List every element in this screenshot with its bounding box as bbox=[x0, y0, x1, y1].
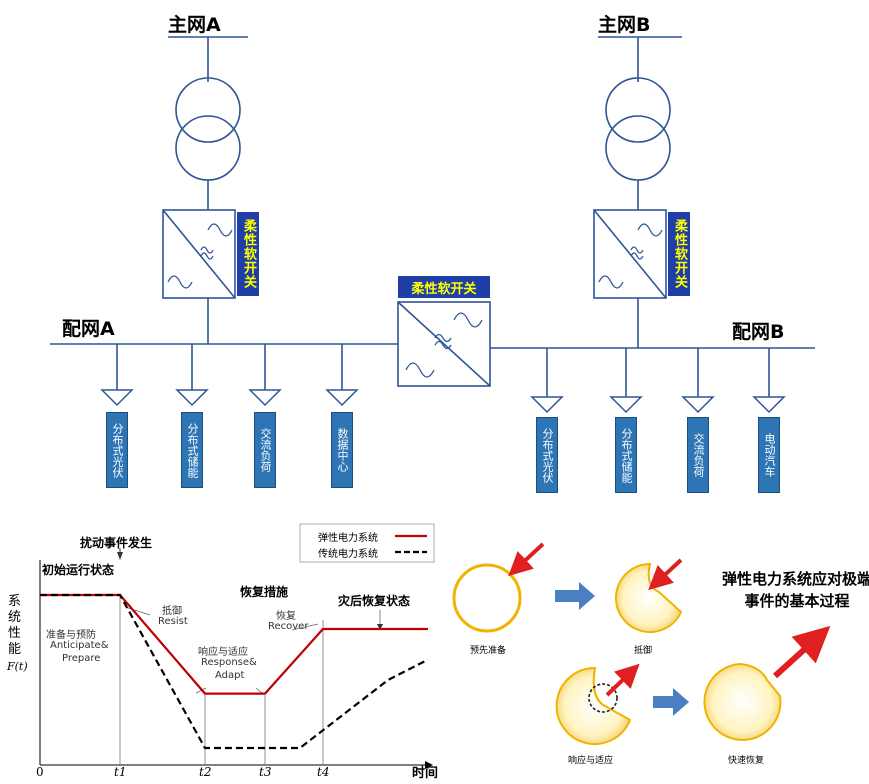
response-en1-label: Response& bbox=[201, 657, 257, 668]
response-cn-label: 响应与适应 bbox=[198, 647, 248, 658]
tick-t2: t2 bbox=[199, 765, 212, 779]
stage-response-dashed-ring bbox=[588, 683, 618, 713]
dist-grid-a-label: 配网A bbox=[62, 318, 115, 340]
disturb-label: 扰动事件发生 bbox=[80, 536, 153, 550]
flow-arrow-1 bbox=[555, 582, 595, 610]
stage-response-shape bbox=[555, 666, 632, 745]
recovery-measure-label: 恢复措施 bbox=[240, 585, 289, 599]
flow-arrow-2 bbox=[653, 688, 689, 716]
load-box-a-datacenter: 数据中心 bbox=[331, 412, 353, 488]
sop-middle-label: 柔性软开关 bbox=[398, 276, 490, 298]
resist-en-label: Resist bbox=[158, 616, 188, 627]
load-box-b-storage: 分布式储能 bbox=[615, 417, 637, 493]
stage-resist-shape bbox=[615, 562, 683, 633]
stage-recovery-label: 快速恢复 bbox=[728, 756, 765, 766]
grid-diagram bbox=[50, 36, 815, 414]
load-box-b-pv: 分布式光伏 bbox=[536, 417, 558, 493]
y-axis-label: 系统性能 bbox=[8, 594, 22, 657]
stage-response-arrow bbox=[605, 663, 640, 697]
y-axis-function-label: F(t) bbox=[7, 660, 28, 673]
resist-cn-label: 抵御 bbox=[162, 606, 182, 617]
sop-a-label: 柔性软开关 bbox=[237, 212, 259, 296]
prepare-cn-label: 准备与预防 bbox=[46, 630, 96, 641]
after-state-label: 灾后恢复状态 bbox=[338, 594, 411, 608]
load-box-b-ac-load: 交流负荷 bbox=[687, 417, 709, 493]
dist-grid-b-label: 配网B bbox=[732, 321, 785, 343]
load-box-a-pv: 分布式光伏 bbox=[106, 412, 128, 488]
load-box-a-ac-load: 交流负荷 bbox=[254, 412, 276, 488]
load-box-a-storage: 分布式储能 bbox=[181, 412, 203, 488]
performance-curve-chart bbox=[39, 523, 435, 769]
process-illustration bbox=[452, 542, 831, 745]
recover-en-label: Recover bbox=[268, 621, 309, 632]
process-title: 弹性电力系统应对极端 事件的基本过程 bbox=[722, 570, 869, 610]
stage-prepare-ring bbox=[452, 563, 522, 633]
main-grid-a-label: 主网A bbox=[168, 14, 221, 36]
stage-prepare-arrow bbox=[508, 542, 545, 577]
origin-label: 0 bbox=[36, 765, 44, 779]
main-grid-b-label: 主网B bbox=[598, 14, 651, 36]
sop-b-label: 柔性软开关 bbox=[668, 212, 690, 296]
tick-t3: t3 bbox=[259, 765, 272, 779]
stage-resist-arrow bbox=[648, 558, 683, 591]
recover-cn-label: 恢复 bbox=[276, 611, 296, 622]
series-traditional-line bbox=[40, 593, 429, 750]
growth-arrow bbox=[772, 625, 831, 679]
legend-box bbox=[299, 523, 435, 563]
tick-t1: t1 bbox=[114, 765, 127, 779]
x-axis-arrow bbox=[425, 761, 433, 769]
response-en2-label: Adapt bbox=[215, 670, 245, 681]
tick-t4: t4 bbox=[317, 765, 330, 779]
legend-traditional-label: 传统电力系统 bbox=[318, 549, 378, 560]
stage-recovery-shape bbox=[703, 662, 782, 741]
stage-resist-label: 抵御 bbox=[634, 646, 653, 656]
load-box-b-ev: 电动汽车 bbox=[758, 417, 780, 493]
prepare-en1-label: Anticipate& bbox=[50, 640, 109, 651]
stage-response-label: 响应与适应 bbox=[568, 756, 614, 766]
init-state-label: 初始运行状态 bbox=[42, 563, 115, 577]
legend-resilient-label: 弹性电力系统 bbox=[318, 533, 378, 544]
x-axis-label: 时间 bbox=[412, 766, 439, 781]
prepare-en2-label: Prepare bbox=[62, 653, 101, 664]
stage-prepare-label: 预先准备 bbox=[470, 646, 507, 656]
